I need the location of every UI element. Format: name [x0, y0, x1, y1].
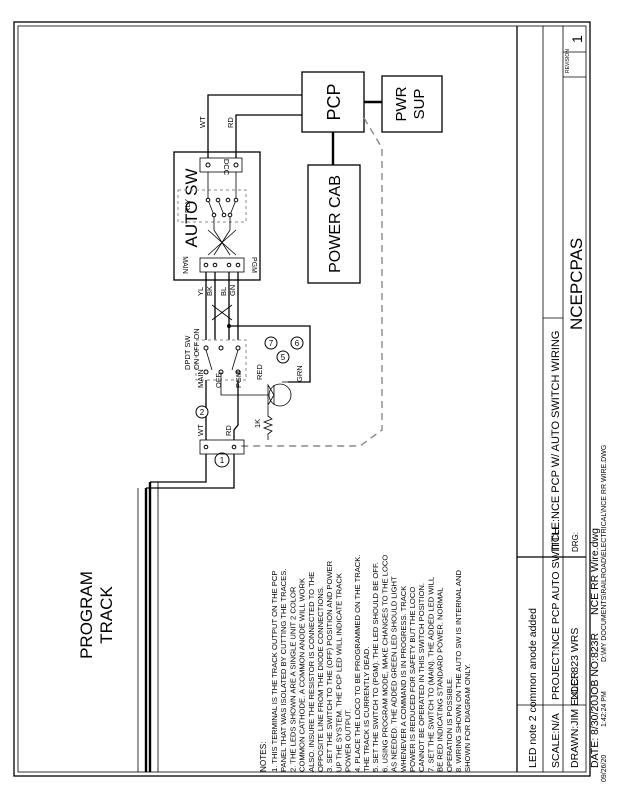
loc-text: LOC: 823 WRS	[569, 628, 581, 700]
scale-text: SCALE:N/A	[550, 713, 562, 768]
note-line: OPPOSITE LINE FROM THE DIODE CONNECTIONS…	[316, 586, 325, 772]
note-line: 7. SET THE SWITCH TO (MAIN). THE ADDED L…	[426, 577, 435, 772]
pwr-label: PWR	[393, 86, 410, 121]
wire-bk: BK	[205, 286, 214, 296]
footer-time: 1:42:24 PM	[601, 691, 608, 727]
title-text: TITLE:NCE PCP W/ AUTO SWITCH WIRING	[550, 331, 562, 552]
pos-off-label: OFF	[214, 373, 223, 388]
program-track: PROGRAM TRACK	[77, 482, 159, 772]
note-line: 5. SET THE SWITCH TO (PGM). THE LED SHOU…	[371, 562, 380, 772]
resistor-label: 1K	[253, 419, 262, 428]
note-line: 3. SET THE SWITCH TO THE (OFF) POSITION …	[325, 560, 334, 772]
note-line: 2. THE LEDS SHOWN ARE A SINGLE UNIT 2 CO…	[288, 586, 297, 772]
wire-rd-top: RD	[226, 117, 235, 128]
drg-number: NCEPCPAS	[567, 238, 586, 330]
note-line: 6. USING PROGRAM MODE, MAKE CHANGES TO T…	[380, 555, 389, 772]
revision-number: 1	[569, 35, 585, 43]
track-terminal: WT RD	[146, 424, 245, 489]
callouts: 7 5 6 2 1	[195, 336, 304, 468]
pos-pgm-label: PGM	[234, 371, 243, 388]
led-circuit: RED GRN 1K	[220, 364, 304, 440]
drg-label: DRG:	[571, 532, 580, 552]
note-line: COMMON CATHODE. A COMMON ANODE WILL WORK	[298, 578, 307, 772]
note-line: POWER IS REDUCED FOR SAFETY BUT THE LOCO	[408, 587, 417, 772]
dashed-return	[234, 117, 383, 447]
pos-main-label: MAIN	[196, 369, 205, 388]
callout-7: 7	[269, 339, 274, 348]
title-block: LED note 2 common anode added SCALE:N/A …	[516, 26, 601, 772]
note-line: CANNOT BE OPERATED IN THIS SWITCH POSITI…	[417, 583, 426, 772]
plot-footer: 09/26/20 1:42:24 PM D:\MY DOCUMENTS\RAIL…	[601, 445, 608, 782]
note-line: AS NEEDED. THE ADDED GREEN LED SHOULD LI…	[390, 576, 399, 772]
program-track-label-2: TRACK	[97, 586, 116, 644]
project-text: PROJECT:NCE PCP AUTO SWITCH	[550, 527, 562, 700]
main-terminal-label: MAIN	[181, 256, 188, 274]
wire-wt-bottom: WT	[196, 424, 205, 436]
note-line: THE TRACK IS CURRENTLY DEAD.	[362, 647, 371, 772]
callout-1: 1	[220, 456, 225, 465]
job-text: JOB NO:823R	[589, 632, 601, 700]
file-text: NCE RR Wire.dwg	[589, 528, 601, 615]
revision-note: LED note 2 common anode added	[527, 608, 539, 768]
dpdt-label-2: ON OFF ON	[192, 328, 201, 370]
note-line: OPERATION IS POSSIBLE.	[445, 677, 454, 772]
pcp-label: PCP	[324, 83, 344, 120]
callout-2: 2	[200, 408, 205, 417]
dpdt-switch: DPDT SW ON OFF ON MAIN OFF PGM	[183, 328, 247, 440]
revision-label: REVISION	[565, 49, 571, 73]
drawn-text: DRAWN:JIM EXLER	[569, 671, 581, 768]
inner-border	[17, 25, 587, 773]
note-line: BE RED INDICATING STANDARD POWER. NORMAL	[436, 587, 445, 772]
note-line: 8. WIRING SHOWN ON THE AUTO SW IS INTERN…	[454, 570, 463, 772]
relay-box	[177, 189, 247, 223]
auto-switch: AUTO SW DCC RLY MAIN PGM	[173, 151, 261, 281]
red-led-label: RED	[255, 364, 264, 380]
wire-rd-bottom: RD	[224, 425, 233, 436]
notes-block: NOTES: 1. THIS TERMINAL IS THE TRACK OUT…	[259, 555, 472, 772]
footer-date: 09/26/20	[601, 755, 608, 782]
switch-harness: YL BK BL GN	[196, 272, 311, 383]
note-line: ALSO. INSURE THE RESISTOR IS CONNECTED T…	[307, 572, 316, 772]
dpdt-label-1: DPDT SW	[183, 335, 192, 370]
pgm-terminal-label: PGM	[250, 257, 257, 273]
callout-5: 5	[281, 353, 286, 362]
wire-bl: BL	[219, 287, 228, 296]
power-cab: POWER CAB	[307, 132, 361, 284]
pcp-panel: PCP	[301, 71, 365, 133]
wire-yl: YL	[196, 287, 205, 296]
auto-sw-label: AUTO SW	[182, 168, 201, 247]
wire-gn: GN	[228, 285, 237, 296]
note-line: PANEL THAT WAS ISOLATED BY CUTTING THE T…	[279, 569, 288, 772]
callout-6: 6	[295, 339, 300, 348]
footer-path: D:\MY DOCUMENTS\RAILROAD\ELECTRICAL\NCE …	[601, 445, 608, 662]
outer-border	[13, 21, 591, 777]
note-line: UP THE SYSTEM. THE PCP LED WILL INDICATE…	[334, 573, 343, 772]
wire-wt-top: WT	[198, 116, 207, 128]
power-supply: PWR SUP	[364, 75, 443, 133]
sup-label: SUP	[411, 89, 428, 120]
note-line: 1. THIS TERMINAL IS THE TRACK OUTPUT ON …	[270, 571, 279, 772]
note-line: WHENEVER A COMMAND IS IN PROGRESS. TRACK	[399, 586, 408, 772]
date-text: DATE: 8/30/20	[589, 700, 601, 768]
power-cab-label: POWER CAB	[327, 175, 344, 273]
notes-heading: NOTES:	[259, 742, 268, 772]
grn-led-label: GRN	[295, 365, 304, 382]
pcp-dcc-wires: WT RD	[198, 94, 302, 158]
dcc-label: DCC	[222, 159, 231, 176]
program-track-label-1: PROGRAM	[77, 571, 96, 659]
note-line: POWER OUTPUT.	[344, 709, 353, 772]
relay-label: RLY	[183, 199, 192, 213]
note-line: SHOWN FOR DIAGRAM ONLY.	[463, 664, 472, 772]
note-line: 4. PLACE THE LOCO TO BE PROGRAMMED ON TH…	[353, 555, 362, 772]
